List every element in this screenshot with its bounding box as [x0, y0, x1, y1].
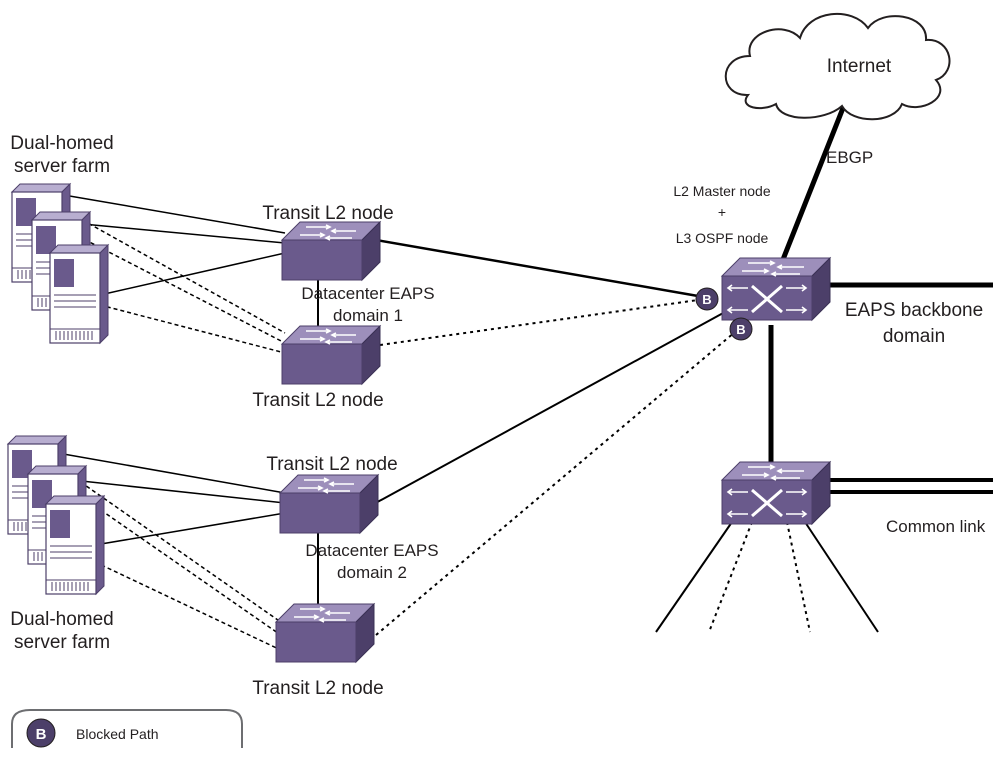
- transit-node-4-label: Transit L2 node: [252, 678, 383, 699]
- internet-cloud: Internet: [724, 12, 951, 121]
- master-label-line2: +: [718, 204, 726, 220]
- internet-label: Internet: [827, 56, 892, 77]
- transit-switch-1-icon: [281, 221, 381, 281]
- ebgp-link: [779, 102, 848, 263]
- master-label-line1: L2 Master node: [673, 183, 770, 199]
- backbone-label-line2: domain: [883, 326, 945, 347]
- bottom-farm-links: [51, 451, 286, 653]
- master-label-line3: L3 OSPF node: [676, 230, 769, 246]
- transit2-master-blocked-link: [379, 299, 699, 346]
- master-l3-switch-icon: [720, 256, 832, 322]
- domain2-label-line2: domain 2: [337, 563, 407, 582]
- transit1-master-link: [375, 238, 699, 298]
- blocked-badge-1: B: [695, 287, 719, 311]
- lower-l3-switch-icon: [720, 460, 832, 526]
- svg-text:B: B: [36, 726, 47, 743]
- master-node-label: L2 Master node + L3 OSPF node: [673, 183, 770, 246]
- transit-switch-2-icon: [281, 325, 381, 385]
- top-farm-links: [51, 192, 286, 354]
- common-link-label: Common link: [886, 517, 986, 536]
- svg-text:B: B: [736, 322, 745, 337]
- legend-blocked-badge: [26, 718, 56, 748]
- transit-node-2-label: Transit L2 node: [252, 390, 383, 411]
- domain2-label-line1: Datacenter EAPS: [305, 541, 438, 560]
- server-farm-top-label-line1: Dual-homed: [10, 133, 114, 154]
- transit4-master-blocked-link: [375, 331, 736, 636]
- backbone-label-line1: EAPS backbone: [845, 300, 983, 321]
- server-farm-top-label-line2: server farm: [14, 156, 110, 177]
- blocked-badge-2: B: [729, 317, 753, 341]
- transit-switch-4-icon: [275, 603, 375, 663]
- transit-switch-3-icon: [279, 474, 379, 534]
- server-icon: [45, 495, 105, 595]
- domain1-label-line2: domain 1: [333, 306, 403, 325]
- transit-node-1-label: Transit L2 node: [262, 203, 393, 224]
- svg-text:B: B: [702, 292, 711, 307]
- server-farm-bottom-label-line1: Dual-homed: [10, 609, 114, 630]
- transit-node-3-label: Transit L2 node: [266, 454, 397, 475]
- ebgp-label: EBGP: [826, 148, 873, 167]
- lower-switch-fanout: [655, 521, 879, 633]
- server-farm-bottom-label-line2: server farm: [14, 632, 110, 653]
- domain1-label-line1: Datacenter EAPS: [301, 284, 434, 303]
- transit3-master-link: [371, 311, 726, 506]
- legend-blocked-label: Blocked Path: [76, 726, 159, 742]
- legend: B Blocked Path: [11, 709, 243, 748]
- server-icon: [49, 244, 109, 344]
